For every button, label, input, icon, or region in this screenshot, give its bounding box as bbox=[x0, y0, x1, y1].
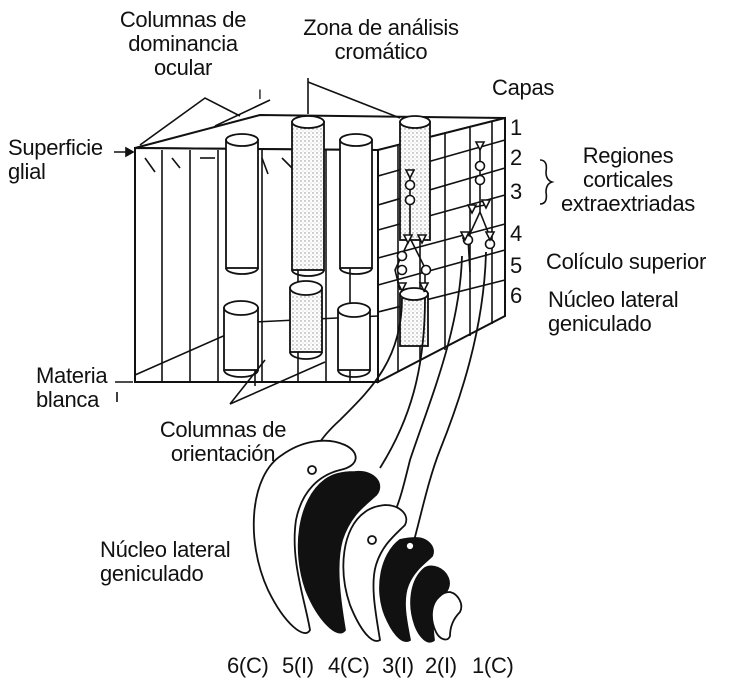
layer-number: 3 bbox=[510, 179, 522, 204]
orientation-columns-label: Columnas de orientación bbox=[159, 417, 287, 466]
lgn-layer-5 bbox=[297, 471, 381, 634]
lgn-layer-label: 3(I) bbox=[382, 653, 414, 678]
lgn-layer-label: 2(I) bbox=[425, 653, 457, 678]
lgn-layer-3 bbox=[379, 537, 434, 642]
glial-surface-label: Superficie glial bbox=[8, 135, 103, 184]
lgn-layer-6 bbox=[252, 439, 357, 634]
layer-number: 1 bbox=[510, 115, 522, 140]
lower-cylinders bbox=[223, 280, 429, 378]
layer-number: 2 bbox=[510, 145, 522, 170]
neuron-circuit bbox=[394, 141, 496, 293]
lgn-layer-label: 5(I) bbox=[282, 653, 314, 678]
leader-lines bbox=[114, 78, 555, 405]
white-matter-label: Materia blanca bbox=[36, 363, 108, 412]
lgn-layers bbox=[252, 439, 463, 643]
ocular-dominance-label: Columnas de dominancia ocular bbox=[119, 7, 247, 80]
lgn-layer-label: 4(C) bbox=[328, 653, 370, 678]
lgn-layer-1 bbox=[431, 591, 463, 641]
layer-number: 4 bbox=[510, 221, 522, 246]
layer-number: 6 bbox=[510, 283, 522, 308]
lgn-layer-label: 6(C) bbox=[227, 653, 269, 678]
upper-cylinders bbox=[225, 115, 431, 277]
lgn-right-label: Núcleo lateral geniculado bbox=[548, 287, 679, 336]
chromatic-zone-label: Zona de análisis cromático bbox=[303, 15, 459, 64]
lgn-left-label: Núcleo lateral geniculado bbox=[100, 537, 231, 586]
layer-number: 5 bbox=[510, 253, 522, 278]
lgn-layer-label: 1(C) bbox=[472, 653, 514, 678]
superior-colliculus-label: Colículo superior bbox=[546, 249, 706, 274]
lgn-layer-4 bbox=[342, 504, 408, 642]
column-mark: I bbox=[258, 86, 262, 102]
layers-title: Capas bbox=[492, 75, 555, 100]
extrastriate-label: Regiones corticales extraextriadas bbox=[561, 143, 695, 216]
